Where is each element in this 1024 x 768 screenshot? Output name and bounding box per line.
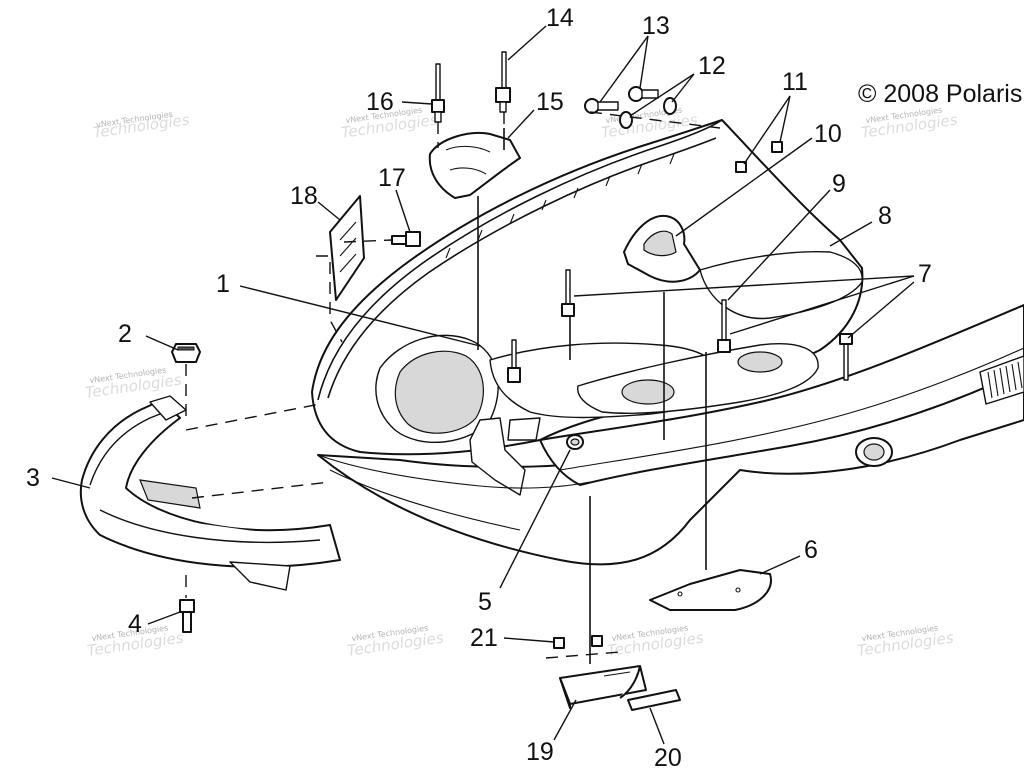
hood-leading-edge-inner — [327, 137, 717, 399]
callout-17: 17 — [378, 164, 406, 192]
leader-15 — [507, 109, 535, 139]
bumper-bracket — [139, 479, 201, 509]
callout-10: 10 — [814, 120, 842, 148]
callout-6: 6 — [804, 536, 818, 564]
callout-20: 20 — [654, 744, 682, 768]
bumper-top-edge — [89, 409, 171, 486]
watermark: Technologies vNext Technologies — [346, 623, 445, 659]
front-bracket — [469, 417, 526, 496]
leader-1 — [239, 285, 481, 347]
part-2-nut — [171, 343, 201, 363]
leader-12a — [629, 73, 695, 117]
leader-19 — [553, 699, 577, 741]
leader-3 — [51, 477, 91, 489]
bumper-inner-band — [99, 509, 321, 544]
part-4-bolt — [179, 599, 195, 633]
hood-body-assembly — [311, 119, 1024, 566]
front-bumper — [79, 395, 341, 591]
hood-seam — [317, 454, 591, 489]
part-6-plate — [649, 569, 772, 611]
leader-13b — [639, 35, 649, 89]
callout-15: 15 — [536, 88, 564, 116]
bumper-mount-right — [229, 561, 291, 591]
leader-2 — [145, 335, 179, 351]
callout-21: 21 — [470, 624, 498, 652]
callout-5: 5 — [478, 588, 492, 616]
leader-7b — [729, 275, 915, 335]
callout-12: 12 — [698, 52, 726, 80]
hood-leading-edge — [317, 119, 723, 401]
hood-seam-lower — [329, 469, 521, 531]
callout-14: 14 — [546, 4, 574, 32]
leader-6 — [759, 555, 801, 575]
callout-7: 7 — [918, 260, 932, 288]
callout-3: 3 — [26, 464, 40, 492]
leader-11b — [779, 95, 791, 143]
part-21-screws — [553, 635, 603, 649]
leader-13a — [599, 35, 649, 103]
edge-fastener-marks — [445, 153, 675, 259]
callout-2: 2 — [118, 320, 132, 348]
part-18-panel — [329, 195, 365, 301]
leader-14 — [507, 25, 547, 61]
watermark: Technologies vNext Technologies — [860, 105, 959, 141]
assembly-lines — [185, 111, 721, 664]
callout-9: 9 — [832, 170, 846, 198]
callout-16: 16 — [366, 88, 394, 116]
leader-lines — [51, 25, 915, 745]
watermark: Technologies vNext Technologies — [606, 623, 705, 659]
part-12-washers — [619, 97, 677, 129]
callout-8: 8 — [878, 202, 892, 230]
part-5-grommet — [566, 434, 584, 450]
callout-labels: 1 2 3 4 5 6 7 8 9 10 11 12 13 14 15 16 1… — [26, 4, 932, 768]
leader-7c — [847, 281, 915, 339]
watermark: Technologies vNext Technologies — [856, 623, 955, 659]
part-15-bracket — [428, 132, 521, 199]
callout-11: 11 — [782, 68, 808, 96]
leader-5 — [499, 449, 571, 589]
vent-grille — [979, 355, 1024, 405]
upper-panel-8 — [699, 251, 863, 320]
tray-pocket-left — [621, 379, 675, 405]
side-panel-stripe — [559, 347, 1024, 471]
callout-4: 4 — [128, 610, 142, 638]
leader-16 — [401, 101, 433, 105]
leader-18 — [317, 201, 341, 221]
part-14-rivet — [495, 51, 511, 113]
tray-pocket-right — [737, 351, 783, 373]
leader-17 — [395, 189, 411, 233]
dash-opening-left-shadow — [394, 350, 484, 434]
leader-7a — [573, 275, 915, 297]
side-panel-right — [539, 304, 1024, 486]
copyright-notice: © 2008 Polaris — [858, 80, 1022, 108]
part-17-bolt — [391, 231, 421, 247]
leader-8 — [829, 221, 873, 247]
part-11-clips — [735, 141, 783, 173]
callout-1: 1 — [216, 270, 230, 298]
part-16-rivet — [431, 63, 445, 123]
watermark: Technologies vNext Technologies — [92, 110, 191, 142]
part-19-storage-box — [559, 665, 647, 709]
leader-11a — [743, 95, 791, 165]
leader-21 — [503, 637, 555, 643]
leader-20 — [649, 707, 665, 745]
leader-12b — [671, 73, 695, 103]
part-13-bolts — [584, 86, 659, 114]
leader-4 — [147, 611, 181, 625]
part-20-strip — [627, 689, 681, 711]
callout-13: 13 — [642, 12, 670, 40]
leader-10 — [675, 137, 813, 237]
part-7-fasteners — [507, 269, 853, 383]
front-bracket-small — [507, 417, 541, 441]
side-lamp — [855, 437, 893, 467]
callout-19: 19 — [526, 738, 554, 766]
callout-18: 18 — [290, 182, 318, 210]
leader-9 — [727, 189, 831, 301]
